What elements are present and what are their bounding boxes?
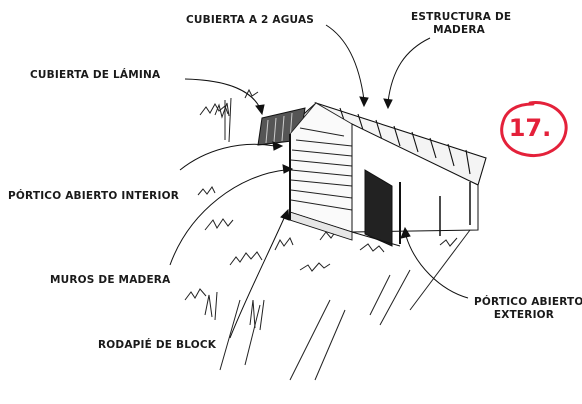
- gable-wall: [289, 102, 353, 233]
- label-estructura-madera-line2: MADERA: [433, 24, 485, 36]
- badge-number: 17.: [508, 114, 552, 142]
- vegetation: [184, 88, 471, 381]
- label-estructura-madera-line1: ESTRUCTURA DE: [411, 11, 512, 23]
- label-rodapie-block: RODAPIÉ DE BLOCK: [98, 339, 217, 351]
- side-wall: [351, 123, 479, 247]
- label-portico-exterior-line2: EXTERIOR: [493, 309, 555, 321]
- label-portico-exterior-line1: PÓRTICO ABIERTO: [474, 296, 582, 308]
- label-portico-interior: PÓRTICO ABIERTO INTERIOR: [8, 190, 179, 202]
- label-muros-madera: MUROS DE MADERA: [50, 274, 171, 286]
- label-cubierta-2-aguas: CUBIERTA A 2 AGUAS: [186, 14, 315, 26]
- leader-lines: [169, 24, 469, 339]
- number-badge: [500, 101, 568, 158]
- label-cubierta-lamina: CUBIERTA DE LÁMINA: [30, 69, 161, 81]
- block-base: [289, 134, 353, 241]
